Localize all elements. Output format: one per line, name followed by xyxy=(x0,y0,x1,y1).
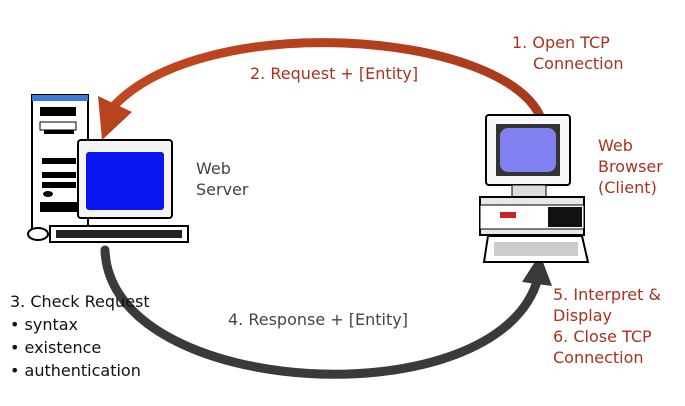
step3-line: • existence xyxy=(10,338,102,357)
step5-6-label: 5. Interpret & Display 6. Close TCP Conn… xyxy=(553,284,661,368)
step6-line: Connection xyxy=(553,348,644,367)
web-browser-computer xyxy=(479,114,590,263)
step1-line: Connection xyxy=(533,54,624,73)
client-label: Web Browser (Client) xyxy=(598,135,663,198)
web-server-computer xyxy=(27,94,189,243)
client-line: Web xyxy=(598,136,633,155)
step5-line: Display xyxy=(553,306,612,325)
client-line: Browser xyxy=(598,157,663,176)
server-label: Web Server xyxy=(196,158,248,200)
server-line: Server xyxy=(196,180,249,199)
step3-label: 3. Check Request • syntax • existence • … xyxy=(10,290,150,382)
step4-label: 4. Response + [Entity] xyxy=(228,310,408,329)
step3-line: • syntax xyxy=(10,315,79,334)
step5-line: 5. Interpret & xyxy=(553,285,661,304)
step3-line: 3. Check Request xyxy=(10,292,150,311)
step2-label: 2. Request + [Entity] xyxy=(250,64,419,83)
server-line: Web xyxy=(196,159,231,178)
step1-line: 1. Open TCP xyxy=(512,33,610,52)
step3-line: • authentication xyxy=(10,361,141,380)
response-arrow xyxy=(100,245,552,379)
client-line: (Client) xyxy=(598,178,657,197)
request-arrow xyxy=(98,38,545,140)
step6-line: 6. Close TCP xyxy=(553,327,652,346)
step1-label: 1. Open TCP Connection xyxy=(512,32,624,74)
